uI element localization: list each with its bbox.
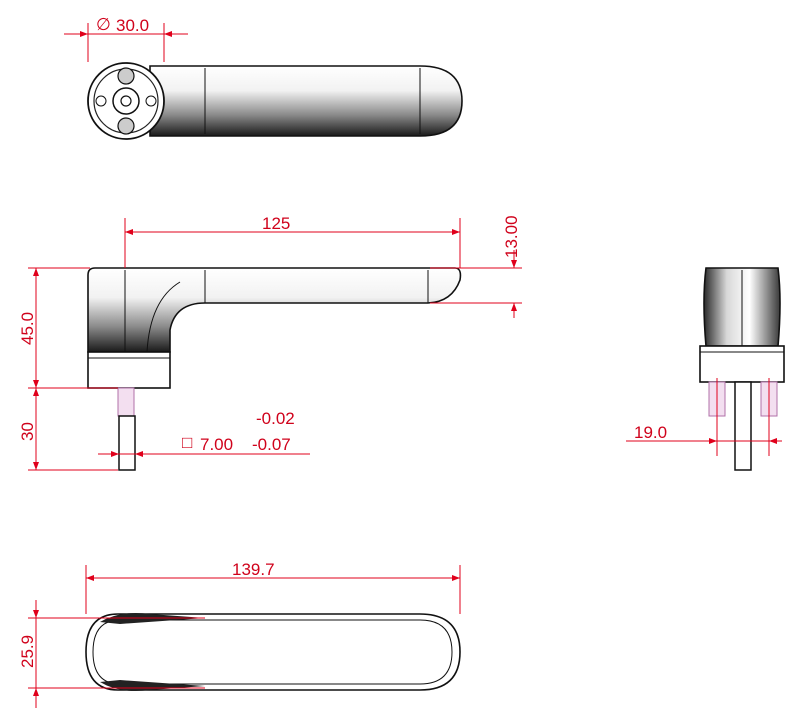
square-size-label: 7.00	[200, 435, 233, 454]
end-view-rosette	[699, 345, 785, 383]
overall-length-label: 139.7	[232, 560, 275, 579]
square-symbol: □	[182, 433, 192, 452]
body-height-label: 45.0	[18, 312, 37, 345]
pin-spacing-label: 19.0	[634, 423, 667, 442]
side-view: 125 13.00 45.0 30 -0.02 □ 7.00 -0.07	[18, 214, 522, 471]
end-view: 19.0	[626, 267, 785, 471]
bottom-view: 139.7 25.9	[18, 560, 461, 708]
spindle-length-label: 30	[18, 422, 37, 441]
diameter-label: 30.0	[116, 16, 149, 35]
tip-height-label: 13.00	[502, 215, 521, 258]
side-view-pin	[117, 387, 135, 417]
end-view-spindle	[734, 381, 752, 471]
width-label: 25.9	[18, 635, 37, 668]
tolerance-lower: -0.07	[252, 435, 291, 454]
side-view-lever	[87, 267, 462, 353]
tolerance-upper: -0.02	[256, 409, 295, 428]
side-view-spindle	[118, 415, 136, 471]
side-view-rosette	[87, 351, 171, 389]
diameter-symbol: ∅	[96, 15, 111, 34]
bottom-view-lever	[85, 613, 461, 691]
length-top-label: 125	[262, 214, 290, 233]
top-view: ∅ 30.0	[64, 15, 463, 140]
top-view-lever	[149, 65, 463, 137]
